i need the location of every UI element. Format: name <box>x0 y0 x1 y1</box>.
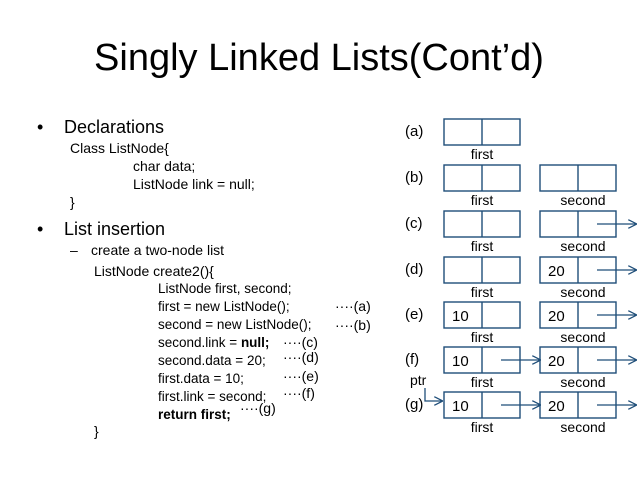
second-caption: second <box>560 238 605 254</box>
first-caption: first <box>471 238 494 254</box>
second-node-data-value: 20 <box>548 353 565 370</box>
code-line: first = new ListNode(); <box>158 299 290 314</box>
second-caption: second <box>560 192 605 208</box>
step-marker-g: ····(g) <box>240 400 276 416</box>
step-label: (b) <box>405 169 423 186</box>
second-node-data-value: 20 <box>548 263 565 280</box>
step-marker-a: ····(a) <box>335 298 371 314</box>
second-node-data-value: 20 <box>548 308 565 325</box>
second-caption: second <box>560 374 605 390</box>
code-line: second.data = 20; <box>158 353 266 368</box>
bullet-marker: • <box>37 117 44 137</box>
code-line: first.data = 10; <box>158 371 244 386</box>
sub-bullet-text: create a two-node list <box>91 242 225 258</box>
step-marker-c: ····(c) <box>283 334 318 350</box>
code-line: Class ListNode{ <box>70 140 169 156</box>
second-node-data-value: 20 <box>548 398 565 415</box>
code-line: second.link = null; <box>158 335 270 350</box>
step-marker-b: ····(b) <box>335 317 371 333</box>
code-line: second = new ListNode(); <box>158 317 312 332</box>
code-line: ListNode first, second; <box>158 281 292 296</box>
first-caption: first <box>471 284 494 300</box>
first-node-data-value: 10 <box>452 308 469 325</box>
code-line: } <box>70 194 75 210</box>
step-label: (a) <box>405 123 423 140</box>
step-marker-d: ····(d) <box>283 349 319 365</box>
code-line: } <box>94 423 99 439</box>
code-line: char data; <box>133 158 196 174</box>
code-line: ListNode link = null; <box>133 176 255 192</box>
bullet-declarations: Declarations <box>64 117 165 137</box>
ptr-arrow <box>424 388 442 401</box>
step-label: (f) <box>405 351 419 368</box>
first-caption: first <box>471 192 494 208</box>
second-caption: second <box>560 329 605 345</box>
code-line: return first; <box>158 407 231 422</box>
second-caption: second <box>560 419 605 435</box>
slide-title: Singly Linked Lists(Cont’d) <box>94 37 544 79</box>
code-line: ListNode create2(){ <box>94 263 214 279</box>
sub-bullet-dash: – <box>70 242 78 258</box>
step-label: (c) <box>405 215 423 232</box>
step-label: (g) <box>405 396 423 413</box>
first-node-data-value: 10 <box>452 353 469 370</box>
step-marker-f: ····(f) <box>283 385 315 401</box>
bullet-list-insertion: List insertion <box>64 219 166 239</box>
first-caption: first <box>471 329 494 345</box>
step-label: (e) <box>405 306 423 323</box>
first-node-data-value: 10 <box>452 398 469 415</box>
ptr-label: ptr <box>410 372 427 388</box>
step-label: (d) <box>405 261 423 278</box>
first-caption: first <box>471 374 494 390</box>
first-caption: first <box>471 419 494 435</box>
second-caption: second <box>560 284 605 300</box>
bullet-marker: • <box>37 219 44 239</box>
first-caption: first <box>471 146 494 162</box>
step-marker-e: ····(e) <box>283 368 319 384</box>
code-line: first.link = second; <box>158 389 267 404</box>
